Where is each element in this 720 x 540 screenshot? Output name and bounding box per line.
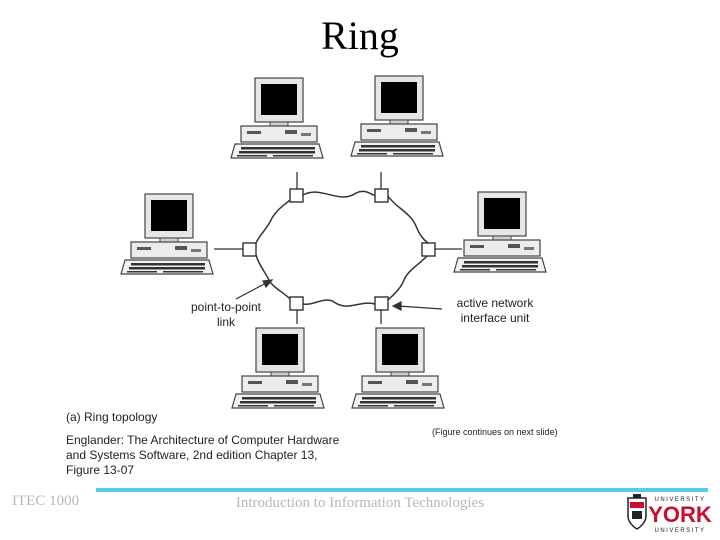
point-to-point-link-label: point-to-point link: [190, 300, 262, 329]
logo-main-text: YORK: [648, 502, 712, 527]
interface-units: [242, 188, 436, 311]
ring-link: [387, 254, 429, 301]
continues-note: (Figure continues on next slide): [432, 427, 558, 437]
slide-title: Ring: [321, 13, 399, 58]
ring-link: [386, 194, 429, 244]
figure-caption: (a) Ring topology: [66, 410, 158, 424]
ring-link: [255, 198, 292, 244]
footer-accent-bar: [96, 488, 708, 492]
computer: [120, 193, 214, 275]
interface-unit: [289, 296, 304, 311]
interface-unit: [421, 242, 436, 257]
ring-link: [302, 190, 376, 198]
computer: [351, 327, 445, 409]
drop-links: [214, 172, 462, 324]
ring-link: [302, 299, 376, 307]
york-university-logo: UNIVERSITY YORK UNIVERSITY: [627, 494, 712, 534]
course-title: Introduction to Information Technologies: [235, 495, 485, 511]
active-interface-label: active network interface unit: [456, 296, 534, 325]
figure-reference: Englander: The Architecture of Computer …: [66, 433, 340, 477]
interface-unit: [242, 242, 257, 257]
computer: [231, 327, 325, 409]
computer: [453, 191, 547, 273]
annotation-arrows: [235, 279, 443, 311]
interface-unit: [374, 296, 389, 311]
computer: [230, 77, 324, 159]
logo-top-text: UNIVERSITY: [654, 497, 705, 503]
ring-links: [255, 190, 429, 307]
interface-unit: [289, 188, 304, 203]
course-code: ITEC 1000: [12, 493, 80, 509]
ring-link: [255, 254, 292, 301]
computer: [350, 75, 444, 157]
interface-unit: [374, 188, 389, 203]
ring-topology-diagram: [120, 75, 547, 409]
logo-bottom-text: UNIVERSITY: [654, 528, 705, 534]
